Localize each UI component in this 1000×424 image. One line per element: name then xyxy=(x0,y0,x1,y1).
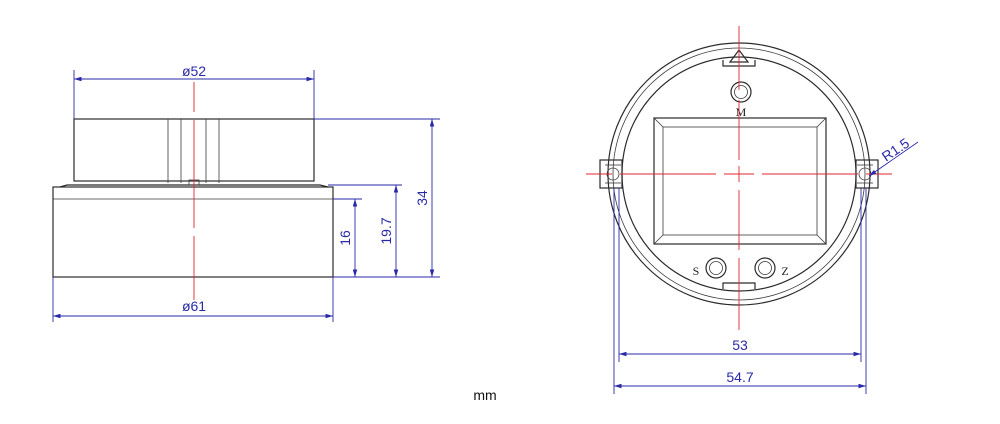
dim-height-total: 34 xyxy=(414,190,430,206)
m-button-icon xyxy=(730,81,752,103)
side-base xyxy=(52,186,334,278)
display-window-inner xyxy=(662,126,818,236)
dim-base-diameter: ø61 xyxy=(182,298,206,314)
dim-height-mid: 19.7 xyxy=(378,217,394,244)
front-view: M S Z R1.5 53 54.7 xyxy=(586,26,919,394)
s-button-label: S xyxy=(693,264,700,278)
side-view: ø52 ø61 16 19.7 34 xyxy=(52,63,440,322)
z-button-label: Z xyxy=(781,264,788,278)
m-button-label: M xyxy=(736,105,747,119)
dim-corner-radius: R1.5 xyxy=(879,135,913,165)
display-window-outer xyxy=(653,117,827,245)
dim-height-base: 16 xyxy=(337,230,353,246)
s-button-icon xyxy=(705,257,727,279)
dim-front-width-inner: 53 xyxy=(732,337,748,353)
dim-front-width-outer: 54.7 xyxy=(726,369,753,385)
dim-top-diameter: ø52 xyxy=(182,63,206,79)
dim-line-corner-radius xyxy=(868,141,919,177)
z-button-icon xyxy=(754,257,776,279)
units-label: mm xyxy=(473,387,496,403)
